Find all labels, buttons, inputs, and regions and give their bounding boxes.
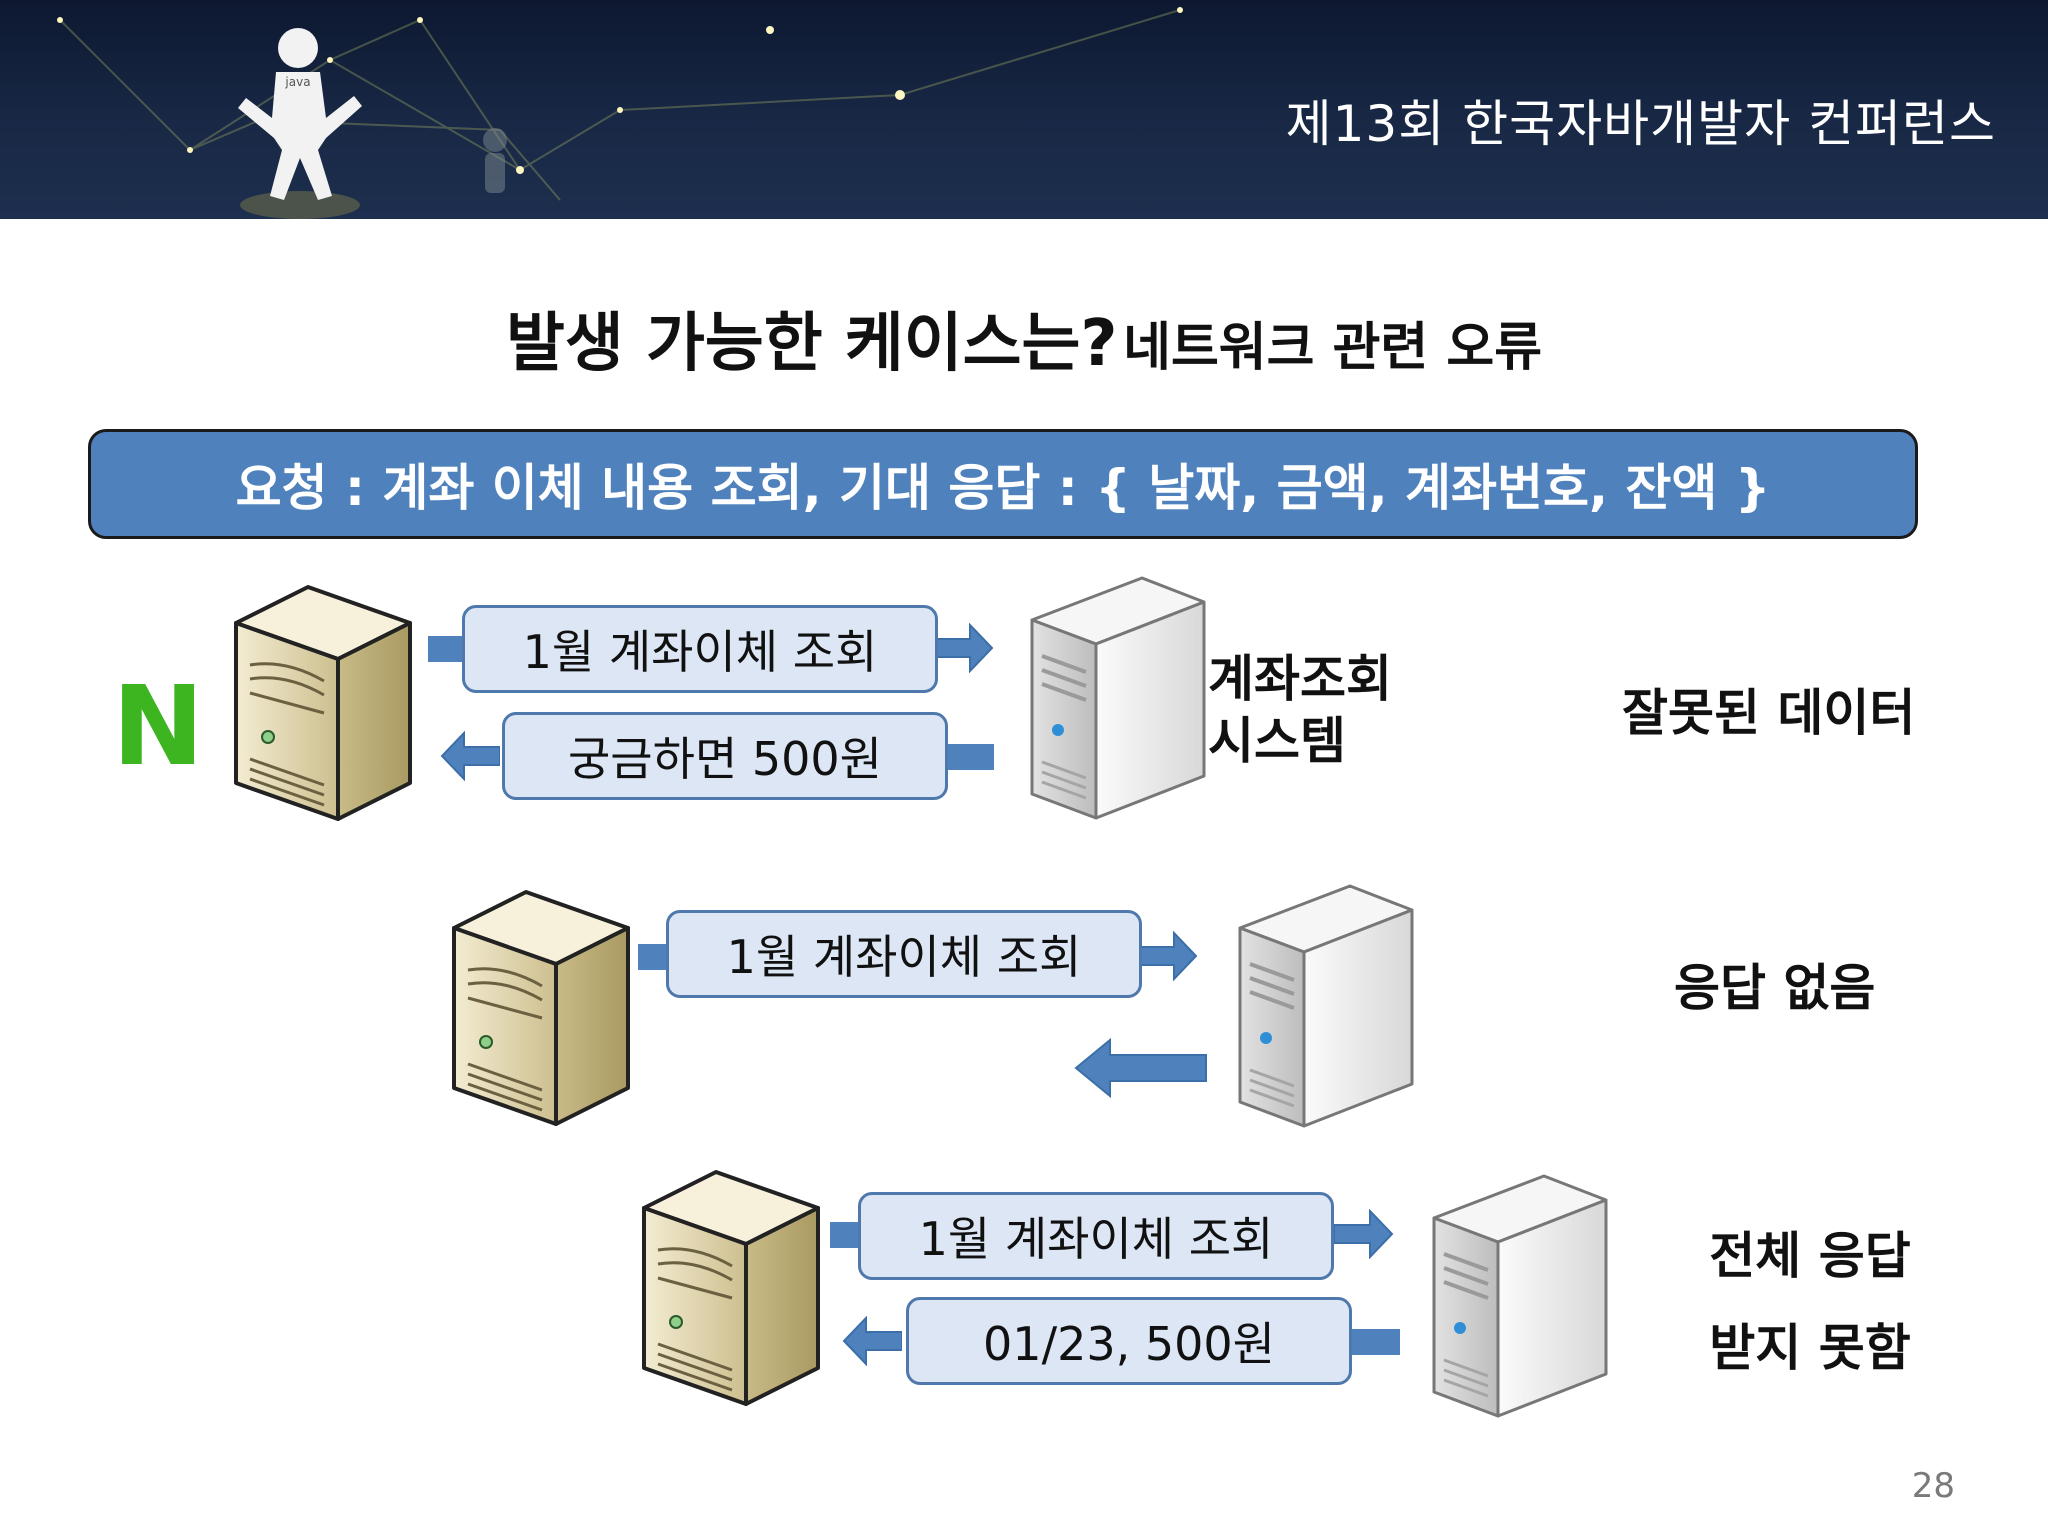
conference-title: 제13회 한국자바개발자 컨퍼런스 (1285, 95, 1996, 153)
arrow-tail (946, 744, 994, 770)
response-message-pill: 01/23, 500원 (906, 1297, 1352, 1385)
client-server-icon (234, 585, 412, 821)
arrow-right-icon (1334, 1210, 1393, 1258)
page-number: 28 (1911, 1466, 1955, 1506)
server-label-line2: 시스템 (1208, 712, 1346, 770)
arrow-right-icon (934, 624, 993, 672)
db-server-icon (1238, 884, 1414, 1128)
slide-title-sub: 네트워크 관련 오류 (1123, 318, 1543, 378)
db-server-icon (1432, 1174, 1608, 1418)
response-message-pill: 궁금하면 500원 (502, 712, 948, 800)
arrow-tail (428, 636, 462, 662)
result-label-line2: 받지 못함 (1709, 1319, 1911, 1377)
background-figure-icon (483, 128, 507, 193)
db-server-icon (1030, 576, 1206, 820)
java-mascot-icon: java (238, 28, 362, 219)
server-label: 계좌조회 시스템 (1208, 648, 1392, 772)
request-message-pill: 1월 계좌이체 조회 (666, 910, 1142, 998)
arrow-tail (830, 1222, 858, 1248)
request-description-text: 요청 : 계좌 이체 내용 조회, 기대 응답 : { 날짜, 금액, 계좌번호… (235, 459, 1771, 517)
slide-title: 발생 가능한 케이스는? 네트워크 관련 오류 (0, 292, 2048, 384)
naver-logo: N (112, 662, 204, 790)
result-label-wrong-data: 잘못된 데이터 (1622, 684, 1916, 742)
constellation-art: java (57, 7, 1183, 219)
header-banner: java 제13회 한국자바개발자 컨퍼런스 (0, 0, 2048, 219)
result-label-line1: 전체 응답 (1709, 1227, 1911, 1285)
arrow-tail (638, 944, 666, 970)
arrow-left-icon (1074, 1037, 1207, 1099)
slide-title-main: 발생 가능한 케이스는? (505, 307, 1118, 381)
arrow-left-icon (441, 732, 500, 780)
svg-text:java: java (284, 75, 310, 89)
arrow-left-icon (843, 1317, 902, 1365)
client-server-icon (642, 1170, 820, 1406)
request-description-box: 요청 : 계좌 이체 내용 조회, 기대 응답 : { 날짜, 금액, 계좌번호… (88, 429, 1918, 539)
request-message-pill: 1월 계좌이체 조회 (462, 605, 938, 693)
client-server-icon (452, 890, 630, 1126)
result-label-partial-response: 전체 응답 받지 못함 (1680, 1210, 1940, 1394)
arrow-right-icon (1138, 932, 1197, 980)
arrow-tail (1352, 1329, 1400, 1355)
result-label-no-response: 응답 없음 (1674, 959, 1876, 1017)
request-message-pill: 1월 계좌이체 조회 (858, 1192, 1334, 1280)
server-label-line1: 계좌조회 (1208, 650, 1392, 708)
